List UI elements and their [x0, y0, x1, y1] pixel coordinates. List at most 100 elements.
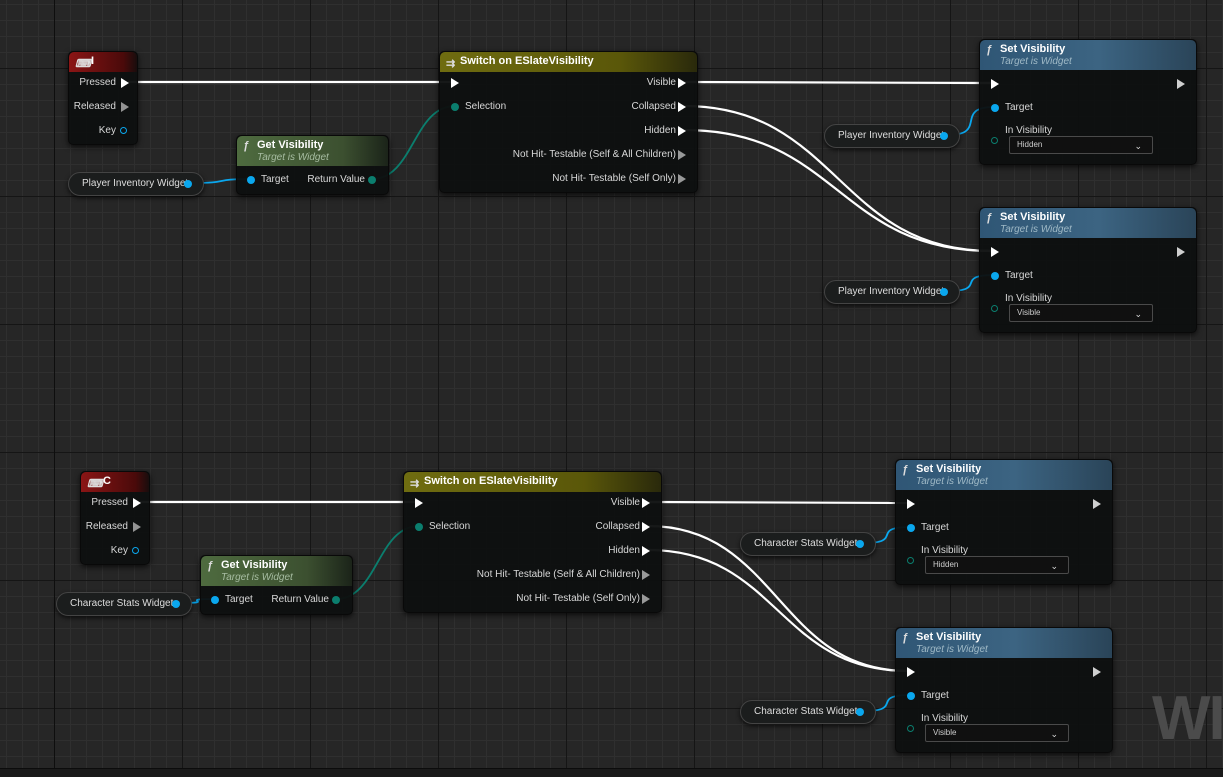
- exec-out-pin[interactable]: [678, 126, 686, 136]
- visibility-dropdown[interactable]: Hidden⌄: [925, 556, 1069, 574]
- widget-variable-getter[interactable]: Player Inventory Widget: [824, 124, 960, 148]
- exec-out-pin[interactable]: [133, 522, 141, 532]
- visibility-dropdown[interactable]: Visible⌄: [1009, 304, 1153, 322]
- set-visibility-subtitle: Target is Widget: [1000, 224, 1072, 235]
- exec-out-pin[interactable]: [121, 78, 129, 88]
- chevron-down-icon: ⌄: [1134, 141, 1142, 151]
- target-in-pin[interactable]: [991, 104, 999, 112]
- in-visibility-label: In Visibility: [1005, 125, 1053, 136]
- exec-out-pin[interactable]: [642, 498, 650, 508]
- exec-out-pin[interactable]: [121, 102, 129, 112]
- exec-wire: [683, 80, 993, 85]
- target-in-pin[interactable]: [211, 596, 219, 604]
- exec-wire: [683, 128, 993, 253]
- exec-wire: [647, 548, 909, 673]
- target-label: Target: [921, 522, 949, 533]
- widget-variable-getter[interactable]: Player Inventory Widget: [824, 280, 960, 304]
- widget-variable-getter[interactable]: Character Stats Widget: [740, 700, 876, 724]
- exec-in-pin[interactable]: [451, 78, 459, 88]
- key-struct-pin[interactable]: [132, 547, 139, 554]
- exec-out-pin[interactable]: [133, 498, 141, 508]
- selection-in-pin[interactable]: [415, 523, 423, 531]
- exec-out-pin[interactable]: [642, 594, 650, 604]
- set-visibility-title: Set Visibility: [1000, 43, 1066, 55]
- exec-out-pin[interactable]: [678, 78, 686, 88]
- target-in-pin[interactable]: [991, 272, 999, 280]
- object-out-pin[interactable]: [940, 132, 948, 140]
- in-visibility-label: In Visibility: [921, 713, 969, 724]
- key-struct-pin[interactable]: [120, 127, 127, 134]
- exec-out-pin[interactable]: [1177, 79, 1185, 89]
- graph-watermark: WI: [1152, 684, 1223, 753]
- exec-out-pin[interactable]: [1177, 247, 1185, 257]
- switch-header: ⇉Switch on ESlateVisibility: [440, 52, 697, 72]
- return-value-pin[interactable]: [368, 176, 376, 184]
- set-visibility-title: Set Visibility: [916, 463, 982, 475]
- switch-icon: ⇉: [410, 478, 420, 490]
- in-visibility-pin[interactable]: [991, 305, 998, 312]
- widget-variable-getter[interactable]: Character Stats Widget: [56, 592, 192, 616]
- visibility-dropdown-value: Hidden: [933, 560, 959, 569]
- object-out-pin[interactable]: [856, 540, 864, 548]
- exec-wire: [647, 524, 909, 673]
- target-label: Target: [225, 594, 253, 605]
- target-in-pin[interactable]: [907, 524, 915, 532]
- exec-in-pin[interactable]: [907, 499, 915, 509]
- set-visibility-title: Set Visibility: [1000, 211, 1066, 223]
- set-visibility-subtitle: Target is Widget: [916, 476, 988, 487]
- exec-out-pin[interactable]: [642, 546, 650, 556]
- exec-out-pin[interactable]: [1093, 667, 1101, 677]
- visibility-dropdown[interactable]: Hidden⌄: [1009, 136, 1153, 154]
- in-visibility-pin[interactable]: [907, 725, 914, 732]
- target-in-pin[interactable]: [907, 692, 915, 700]
- set-visibility-subtitle: Target is Widget: [1000, 56, 1072, 67]
- in-visibility-pin[interactable]: [991, 137, 998, 144]
- exec-wire: [683, 104, 993, 253]
- object-out-pin[interactable]: [172, 600, 180, 608]
- exec-in-pin[interactable]: [415, 498, 423, 508]
- in-visibility-label: In Visibility: [921, 545, 969, 556]
- target-label: Target: [921, 690, 949, 701]
- return-value-label: Return Value: [307, 174, 365, 185]
- target-in-pin[interactable]: [247, 176, 255, 184]
- exec-in-pin[interactable]: [991, 247, 999, 257]
- target-label: Target: [1005, 270, 1033, 281]
- exec-out-pin[interactable]: [678, 150, 686, 160]
- chevron-down-icon: ⌄: [1050, 729, 1058, 739]
- switch-output-label: Not Hit- Testable (Self Only): [552, 173, 676, 184]
- switch-output-label: Collapsed: [631, 101, 676, 112]
- switch-header: ⇉Switch on ESlateVisibility: [404, 472, 661, 492]
- object-out-pin[interactable]: [856, 708, 864, 716]
- exec-in-pin[interactable]: [907, 667, 915, 677]
- widget-variable-getter[interactable]: Player Inventory Widget: [68, 172, 204, 196]
- function-icon: ƒ: [243, 140, 250, 152]
- visibility-dropdown[interactable]: Visible ⌄: [925, 724, 1069, 742]
- in-visibility-pin[interactable]: [907, 557, 914, 564]
- exec-out-pin[interactable]: [642, 522, 650, 532]
- widget-variable-label: Character Stats Widget: [70, 598, 174, 609]
- exec-in-pin[interactable]: [991, 79, 999, 89]
- exec-out-pin[interactable]: [642, 570, 650, 580]
- exec-out-pin[interactable]: [1093, 499, 1101, 509]
- object-out-pin[interactable]: [184, 180, 192, 188]
- return-value-pin[interactable]: [332, 596, 340, 604]
- selection-in-pin[interactable]: [451, 103, 459, 111]
- switch-title: Switch on ESlateVisibility: [460, 55, 594, 67]
- exec-out-pin[interactable]: [678, 174, 686, 184]
- exec-out-pin[interactable]: [678, 102, 686, 112]
- visibility-dropdown-value: Visible: [933, 728, 957, 737]
- object-out-pin[interactable]: [940, 288, 948, 296]
- widget-variable-getter[interactable]: Character Stats Widget: [740, 532, 876, 556]
